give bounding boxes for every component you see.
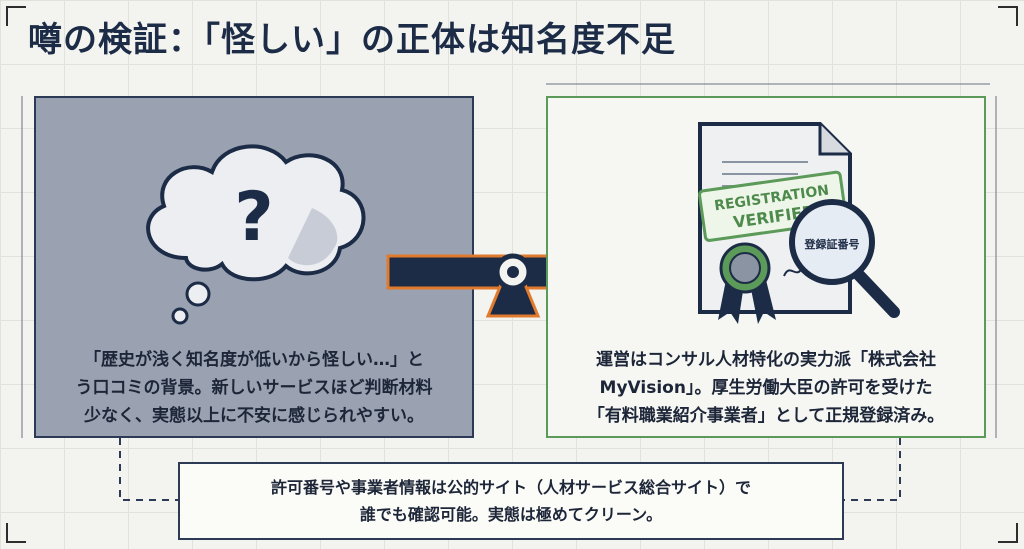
certificate-document-icon: REGISTRATION VERIFIED 登録証番号 xyxy=(698,122,900,324)
rumor-line-2: う口コミの背景。新しいサービスほど判断材料 xyxy=(75,378,433,398)
verification-line-2: MyVision」。厚生労働大臣の許可を受けた xyxy=(599,378,933,398)
corner-mark-br xyxy=(998,523,1018,543)
caption-line-1: 許可番号や事業者情報は公的サイト（人材サービス総合サイト）で xyxy=(270,478,751,497)
verification-text: 運営はコンサル人材特化の実力派「株式会社 MyVision」。厚生労働大臣の許可… xyxy=(548,346,984,430)
verification-line-1: 運営はコンサル人材特化の実力派「株式会社 xyxy=(596,350,936,370)
rumor-text: 「歴史が浅く知名度が低いから怪しい…」と う口コミの背景。新しいサービスほど判断… xyxy=(36,346,472,430)
corner-mark-bl xyxy=(6,523,26,543)
page-title: 噂の検証：「怪しい」の正体は知名度不足 xyxy=(28,20,676,60)
magnifier-label: 登録証番号 xyxy=(804,237,860,251)
magnifier-icon: 登録証番号 xyxy=(789,199,900,318)
rumor-line-3: 少なく、実態以上に不安に感じられやすい。 xyxy=(84,406,424,426)
conclusion-caption: 許可番号や事業者情報は公的サイト（人材サービス総合サイト）で 誰でも確認可能。実… xyxy=(178,462,844,540)
question-cloud-icon: ? xyxy=(146,144,366,325)
rumor-panel: ? 「歴史が浅く知名度が低いから怪しい…」と う口コミの背景。新しいサービスほど… xyxy=(34,96,474,438)
verification-panel: REGISTRATION VERIFIED 登録証番号 運営はコンサル人材特化の… xyxy=(546,96,986,438)
corner-mark-tr xyxy=(998,6,1018,26)
question-mark: ? xyxy=(234,178,273,257)
seal-ribbon-icon xyxy=(718,242,776,324)
verification-line-3: 「有料職業紹介事業者」として正規登録済み。 xyxy=(587,406,945,426)
caption-line-2: 誰でも確認可能。実態は極めてクリーン。 xyxy=(359,505,663,524)
corner-mark-tl xyxy=(6,6,26,26)
rumor-line-1: 「歴史が浅く知名度が低いから怪しい…」と xyxy=(84,350,424,370)
